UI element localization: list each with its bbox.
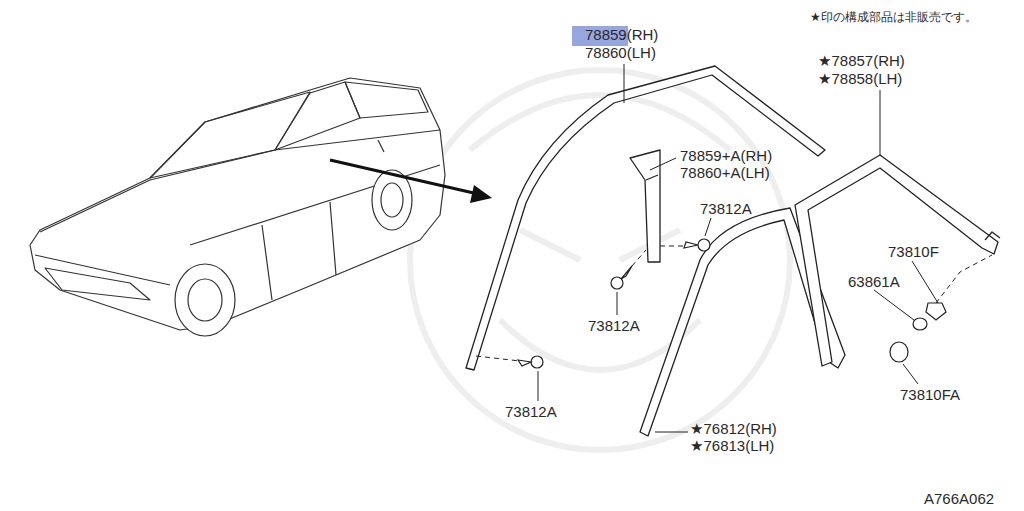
callout-number: 78859+A(RH) [680,147,772,164]
sash-detail [646,175,658,180]
callout-number: 78859(RH) [585,26,658,43]
frame-end [985,232,1000,240]
pointer-arrowhead [470,185,492,203]
attach-lines [476,246,992,361]
callout-number: 78860(LH) [585,44,656,61]
pointer-arrow [330,160,478,194]
callout-number: 73810F [888,243,939,260]
clip [926,303,946,320]
callout-number: 63861A [848,273,900,290]
door-frame-molding [795,155,998,366]
screw-head [698,239,710,251]
drawing-code: A766A062 [924,490,994,507]
screw-head [531,356,543,368]
screw-shank [621,266,632,279]
sash-piece [630,150,660,262]
callout-number: 73812A [588,317,640,334]
callout-number: 78860+A(LH) [680,164,770,181]
note: ★印の構成部品は非販売です。 [810,10,977,25]
callout-number: 73812A [505,403,557,420]
callout-number: ★78858(LH) [818,70,902,87]
car-illustration [30,78,445,336]
callout-number: ★76813(LH) [690,437,774,454]
callout-number: 73812A [700,200,752,217]
callout-number: 73810FA [900,386,960,403]
leader-lines [538,64,938,432]
screw-shank [518,360,531,366]
callout-number: ★76812(RH) [690,420,777,437]
watermark [410,70,790,450]
screw-shank [684,242,698,248]
grommet [890,342,908,362]
clip [913,318,927,330]
callout-number: ★78857(RH) [818,52,905,69]
